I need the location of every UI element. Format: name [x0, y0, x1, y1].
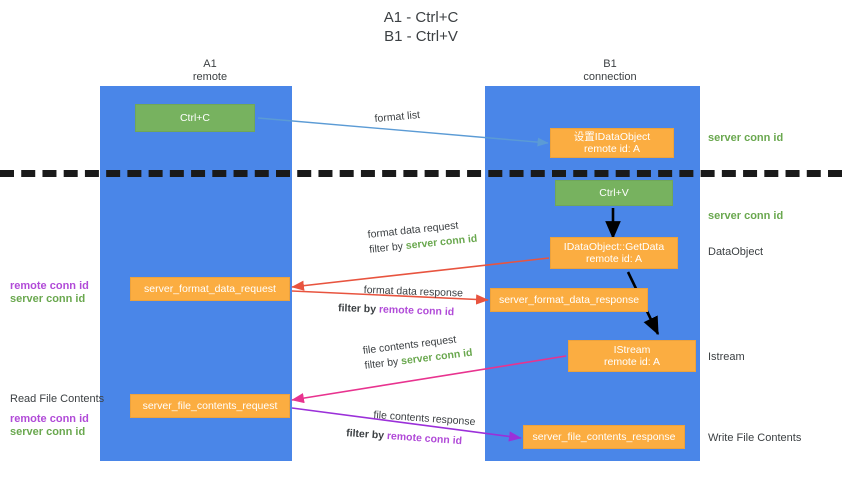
box-getdata-line2: remote id: A	[585, 253, 643, 265]
box-getdata-line1: IDataObject::GetData	[563, 240, 665, 253]
note-server-conn-id-2: server conn id	[10, 426, 86, 438]
note-remote-conn-id-1: remote conn id	[10, 280, 89, 292]
column-b1-name: B1	[603, 58, 617, 70]
column-a1-sub: remote	[192, 71, 228, 83]
box-ctrl-v[interactable]: Ctrl+V	[555, 180, 673, 206]
note-dataobject: DataObject	[708, 246, 764, 258]
note-server-conn-id-mid: server conn id	[708, 210, 784, 222]
filter-prefix: filter by	[345, 427, 388, 442]
note-server-conn-id-top: server conn id	[708, 132, 784, 144]
edge-label-format-list: format list	[374, 108, 421, 127]
box-idataobject[interactable]: 设置IDataObject remote id: A	[550, 128, 674, 158]
edge-label-format-data-response-main: format data response	[363, 283, 464, 300]
column-a1-name: A1	[203, 58, 217, 70]
phase-divider	[0, 170, 842, 177]
title-line-1: A1 - Ctrl+C	[383, 9, 459, 26]
note-istream: Istream	[708, 351, 745, 363]
box-idataobject-line2: remote id: A	[583, 143, 641, 155]
title-line-2: B1 - Ctrl+V	[384, 28, 458, 45]
box-ctrl-v-label: Ctrl+V	[599, 186, 629, 199]
edge-label-format-data-request: format data request filter by server con…	[367, 217, 478, 258]
box-server-format-data-request[interactable]: server_format_data_request	[130, 277, 290, 301]
note-read-file-contents: Read File Contents	[10, 393, 105, 405]
box-server-file-contents-response-label: server_file_contents_response	[532, 430, 676, 443]
note-write-file-contents: Write File Contents	[708, 432, 802, 444]
filter-key-remote-conn-id: remote conn id	[378, 303, 455, 319]
filter-prefix: filter by	[363, 355, 402, 372]
edge-label-file-contents-response: file contents response filter by remote …	[346, 408, 476, 450]
edge-label-file-contents-response-main: file contents response	[373, 408, 476, 429]
box-idataobject-line1: 设置IDataObject	[573, 130, 651, 143]
edge-label-format-list-text: format list	[374, 109, 421, 125]
box-istream[interactable]: IStream remote id: A	[568, 340, 696, 372]
box-istream-line2: remote id: A	[603, 356, 661, 368]
note-remote-conn-id-2: remote conn id	[10, 413, 89, 425]
box-ctrl-c-label: Ctrl+C	[179, 111, 211, 124]
note-server-conn-id-1: server conn id	[10, 293, 86, 305]
box-server-file-contents-request-label: server_file_contents_request	[142, 399, 278, 412]
box-server-file-contents-response[interactable]: server_file_contents_response	[523, 425, 685, 449]
edge-label-format-data-response-filter: filter by remote conn id	[338, 301, 463, 320]
edge-label-format-data-response: format data response filter by remote co…	[338, 283, 464, 320]
edge-label-file-contents-response-filter: filter by remote conn id	[346, 426, 475, 450]
filter-key-remote-conn-id: remote conn id	[386, 429, 463, 448]
column-header-a1: A1 remote	[130, 58, 290, 84]
box-server-format-data-response-label: server_format_data_response	[498, 293, 640, 306]
box-server-format-data-request-label: server_format_data_request	[144, 282, 276, 295]
filter-prefix: filter by	[368, 240, 407, 256]
edge-label-file-contents-request: file contents request filter by server c…	[362, 331, 473, 374]
box-server-format-data-response[interactable]: server_format_data_response	[490, 288, 648, 312]
column-b1-sub: connection	[583, 71, 637, 83]
diagram-title: A1 - Ctrl+C B1 - Ctrl+V	[0, 8, 842, 46]
box-istream-line1: IStream	[613, 343, 651, 356]
box-ctrl-c[interactable]: Ctrl+C	[135, 104, 255, 132]
column-header-b1: B1 connection	[530, 58, 690, 84]
filter-prefix: filter by	[337, 302, 380, 316]
box-getdata[interactable]: IDataObject::GetData remote id: A	[550, 237, 678, 269]
box-server-file-contents-request[interactable]: server_file_contents_request	[130, 394, 290, 418]
